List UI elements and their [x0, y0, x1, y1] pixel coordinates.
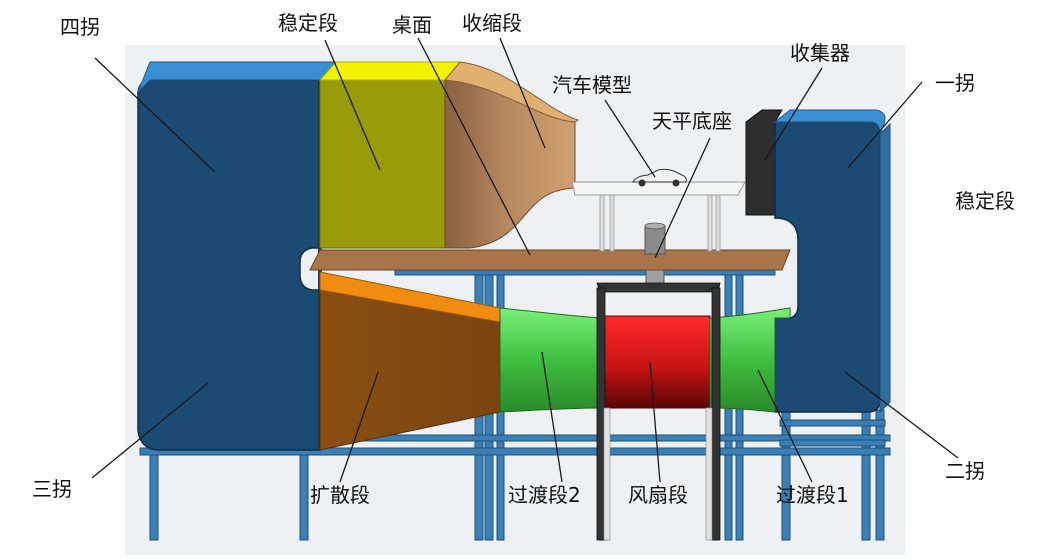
left-corner-duct: [137, 79, 321, 451]
label-tian-ping-di-zuo: 天平底座: [652, 109, 732, 133]
leader-line-san-guai: [91, 382, 209, 479]
frame-rail: [779, 439, 886, 447]
right-duct-side: [879, 122, 891, 414]
test-platform: [571, 181, 746, 196]
label-shou-suo-duan: 收缩段: [462, 11, 522, 35]
leader-line-qi-che-mo-xing: [604, 99, 656, 178]
leader-line-yi-guai: [847, 81, 923, 169]
balance-base: [644, 225, 666, 255]
frame-rail: [139, 447, 891, 456]
label-guo-du-duan-2: 过渡段2: [508, 483, 581, 507]
leader-line-shou-suo-duan: [499, 37, 546, 149]
leader-line-guo-du-duan-1: [757, 369, 813, 483]
label-shou-ji-qi: 收集器: [790, 41, 850, 65]
label-si-guai: 四拐: [60, 15, 100, 39]
platform-post: [707, 194, 713, 252]
leader-line-wen-ding-duan: [324, 39, 381, 171]
stabilizer-section: [319, 79, 446, 249]
platform-post: [609, 194, 615, 252]
frame-leg: [875, 409, 885, 541]
leader-line-si-guai: [94, 57, 216, 173]
car-model: [632, 168, 687, 187]
label-er-guai: 二拐: [945, 459, 985, 483]
balance-base-top: [644, 222, 666, 230]
label-qi-che-mo-xing: 汽车模型: [552, 73, 632, 97]
label-guo-du-duan-1: 过渡段1: [776, 483, 849, 507]
leader-line-shou-ji-qi: [764, 67, 823, 161]
fan-frame-inner-post: [603, 407, 611, 541]
label-san-guai: 三拐: [32, 477, 72, 501]
contraction-top-face: [444, 61, 580, 123]
platform-post: [715, 194, 721, 252]
transition-section-1: [709, 307, 791, 413]
leader-line-kuo-san-duan: [339, 371, 379, 483]
right-corner-cap: [773, 109, 886, 135]
frame-leg: [299, 449, 309, 541]
platform-post: [599, 194, 605, 252]
transition-section-2: [499, 307, 603, 413]
leader-line-guo-du-duan-2: [541, 351, 563, 483]
label-feng-shan-duan: 风扇段: [628, 483, 688, 507]
leader-line-zhuo-mian: [417, 37, 531, 256]
leader-lines: [91, 37, 959, 483]
label-yi-guai: 一拐: [935, 71, 975, 95]
fan-support-frame: [596, 282, 721, 541]
frame-rail: [779, 419, 886, 427]
label-zhuo-mian: 桌面: [392, 13, 432, 37]
leader-line-feng-shan-duan: [649, 361, 661, 483]
fan-frame-inner-post: [705, 407, 713, 541]
fan-section: [601, 315, 711, 409]
table-top: [309, 249, 791, 271]
leader-line-tian-ping-di-zuo: [654, 137, 711, 259]
frame-leg: [149, 449, 159, 541]
label-wen-ding-duan-right: 稳定段: [955, 189, 1015, 213]
leader-line-er-guai: [844, 371, 959, 459]
frame-leg: [861, 409, 871, 541]
label-kuo-san-duan: 扩散段: [310, 483, 370, 507]
label-wen-ding-duan-top: 稳定段: [278, 11, 338, 35]
